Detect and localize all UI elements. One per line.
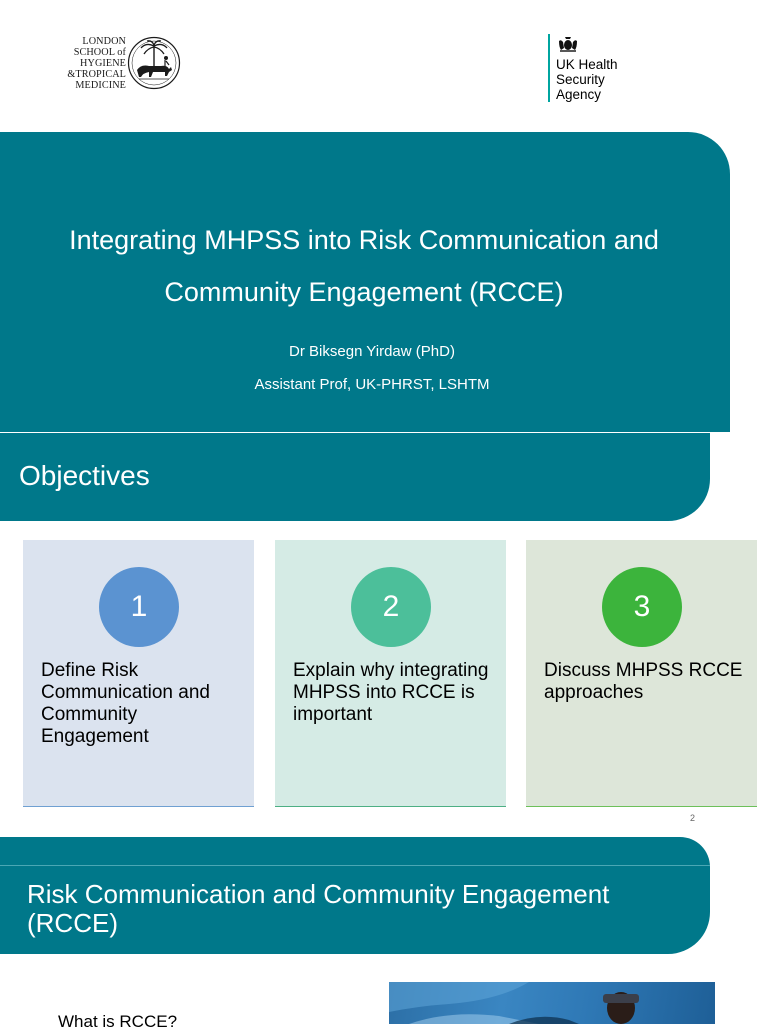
lshtm-line: MEDICINE [75,80,126,91]
band-divider-line [0,865,710,866]
lshtm-line: &TROPICAL [67,69,126,80]
lshtm-line: LONDON [82,36,126,47]
rcce-question: What is RCCE? [58,1012,178,1031]
lshtm-logo: LONDON SCHOOL of HYGIENE &TROPICAL MEDIC… [62,36,184,94]
objective-text: Discuss MHPSS RCCE approaches [544,660,743,703]
lshtm-logo-text: LONDON SCHOOL of HYGIENE &TROPICAL MEDIC… [62,36,126,91]
objective-number-badge: 3 [602,567,682,647]
rcce-header-band: Risk Communication and Community Engagem… [0,837,710,954]
ukhsa-line: UK Health [556,57,618,72]
lshtm-seal-icon [127,36,181,90]
rcce-heading: Risk Communication and Community Engagem… [27,879,610,938]
ukhsa-logo: UK Health Security Agency [548,34,638,106]
objective-number-badge: 1 [99,567,179,647]
ukhsa-accent-bar [548,34,550,102]
presentation-title: Integrating MHPSS into Risk Communicatio… [69,225,659,307]
presenter-name: Dr Biksegn Yirdaw (PhD) [289,343,455,360]
lshtm-line: HYGIENE [80,58,126,69]
objective-text: Define Risk Communication and Community … [41,660,210,747]
royal-crest-icon [559,37,577,52]
rcce-photo [389,982,715,1024]
presenter-role: Assistant Prof, UK-PHRST, LSHTM [254,376,490,393]
objective-text: Explain why integrating MHPSS into RCCE … [293,660,489,725]
ukhsa-line: Security [556,72,605,87]
objective-card-2: 2 Explain why integrating MHPSS into RCC… [275,540,506,807]
objectives-header-band: Objectives [0,433,710,521]
objective-card-1: 1 Define Risk Communication and Communit… [23,540,254,807]
slide-number: 2 [690,813,696,823]
objectives-heading: Objectives [19,460,150,491]
ukhsa-logo-text: UK Health Security Agency [556,57,618,102]
objective-card-3: 3 Discuss MHPSS RCCE approaches [526,540,757,807]
objective-number-badge: 2 [351,567,431,647]
photo-silhouette-icon [389,982,639,1024]
ukhsa-line: Agency [556,87,602,102]
lshtm-line: SCHOOL of [73,47,126,58]
title-band: Integrating MHPSS into Risk Communicatio… [0,132,730,432]
